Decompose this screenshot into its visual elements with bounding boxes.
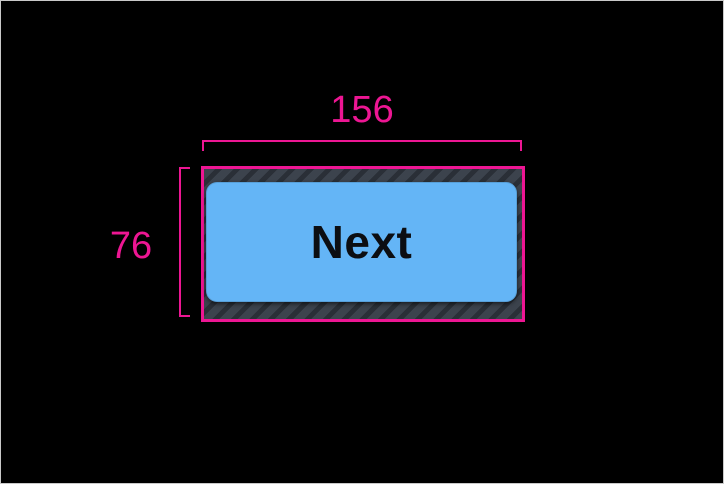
- width-measurement-bracket: [202, 140, 522, 151]
- next-button-label: Next: [310, 216, 413, 268]
- width-measurement-label: 156: [330, 89, 394, 131]
- next-button[interactable]: Next: [206, 182, 517, 302]
- height-measurement-label: 76: [109, 225, 153, 267]
- tap-target-region: Next: [201, 166, 525, 322]
- height-measurement-bracket: [179, 167, 190, 317]
